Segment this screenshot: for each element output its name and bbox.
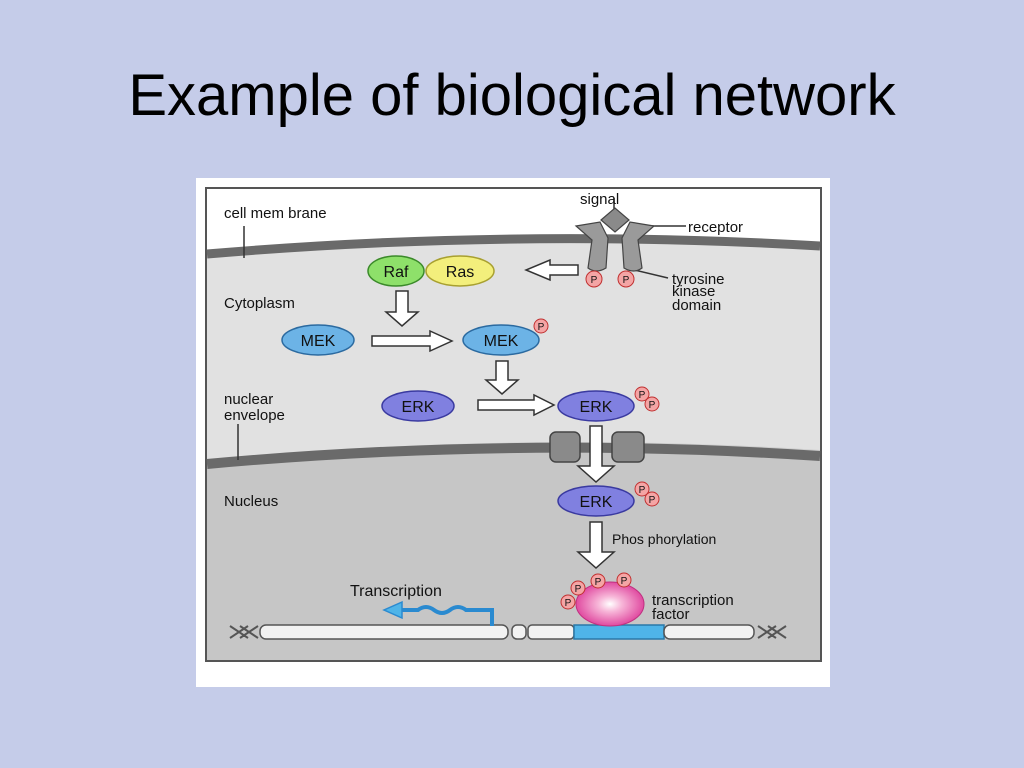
receptor-right-half bbox=[621, 221, 656, 272]
mek-phosphate: P bbox=[533, 318, 549, 334]
transcription-label: Transcription bbox=[350, 583, 442, 600]
receptor-left-half bbox=[574, 221, 609, 272]
erk-nuclear-phosphate-1: P bbox=[634, 481, 650, 497]
tf-phosphate-2: P bbox=[570, 580, 586, 596]
transcription-arrow bbox=[382, 600, 494, 626]
transcription-factor-label-line1: transcription bbox=[652, 592, 734, 609]
receptor-phosphate-right: P bbox=[617, 270, 635, 288]
nuclear-pore-left bbox=[549, 431, 581, 463]
erk-phosphate-1: P bbox=[634, 386, 650, 402]
svg-text:P: P bbox=[575, 584, 582, 595]
transcription-factor-label-line2: factor bbox=[652, 606, 690, 623]
svg-text:ERK: ERK bbox=[580, 399, 613, 416]
svg-text:Raf: Raf bbox=[384, 264, 409, 281]
dna-strand bbox=[229, 624, 787, 640]
svg-text:P: P bbox=[623, 275, 630, 286]
erk-nuclear-protein: ERK bbox=[557, 485, 635, 517]
svg-text:P: P bbox=[591, 275, 598, 286]
svg-text:MEK: MEK bbox=[484, 333, 519, 350]
tf-phosphate-1: P bbox=[560, 594, 576, 610]
envelope-label: envelope bbox=[224, 407, 285, 424]
receptor-phosphate-left: P bbox=[585, 270, 603, 288]
svg-text:P: P bbox=[639, 485, 646, 496]
svg-text:P: P bbox=[538, 322, 545, 333]
slide-title: Example of biological network bbox=[128, 63, 896, 128]
mek-protein: MEK bbox=[281, 324, 355, 356]
arrow-erk-to-erkpp bbox=[477, 393, 556, 417]
domain-label: domain bbox=[672, 297, 721, 314]
tf-phosphate-4: P bbox=[616, 572, 632, 588]
pathway-diagram: P P Raf Ras MEK MEK P ERK ERK bbox=[205, 187, 822, 662]
svg-text:P: P bbox=[595, 577, 602, 588]
signaling-pathway-figure: P P Raf Ras MEK MEK P ERK ERK bbox=[196, 178, 830, 687]
svg-text:P: P bbox=[649, 400, 656, 411]
arrow-mek-to-mekp bbox=[371, 329, 454, 353]
erk-phosphorylated-protein: ERK bbox=[557, 390, 635, 422]
svg-text:P: P bbox=[621, 576, 628, 587]
arrow-receptor-to-ras bbox=[524, 258, 579, 282]
nuclear-envelope bbox=[206, 442, 821, 469]
svg-text:P: P bbox=[565, 598, 572, 609]
nuclear-label: nuclear bbox=[224, 391, 273, 408]
ras-protein: Ras bbox=[425, 255, 495, 287]
tf-phosphate-3: P bbox=[590, 573, 606, 589]
tyrosine-label: tyrosine bbox=[672, 271, 725, 288]
transcription-factor bbox=[575, 581, 645, 627]
svg-text:P: P bbox=[649, 495, 656, 506]
nuclear-pore-right bbox=[611, 431, 645, 463]
svg-text:MEK: MEK bbox=[301, 333, 336, 350]
signal-ligand bbox=[600, 207, 630, 233]
phosphorylation-label: Phos phorylation bbox=[612, 531, 716, 547]
nucleus-region bbox=[207, 451, 820, 660]
arrow-mekp-to-erk bbox=[484, 360, 520, 395]
svg-text:ERK: ERK bbox=[580, 494, 613, 511]
erk-phosphate-2: P bbox=[644, 396, 660, 412]
kinase-label: kinase bbox=[672, 283, 715, 300]
svg-text:P: P bbox=[639, 390, 646, 401]
signal-label: signal bbox=[580, 191, 619, 208]
raf-protein: Raf bbox=[367, 255, 425, 287]
svg-text:ERK: ERK bbox=[402, 399, 435, 416]
cell-membrane-label: cell mem brane bbox=[224, 205, 327, 222]
nucleus-label: Nucleus bbox=[224, 493, 278, 510]
cell-membrane bbox=[206, 234, 821, 259]
arrow-erk-into-nucleus bbox=[576, 425, 616, 484]
erk-protein: ERK bbox=[381, 390, 455, 422]
arrow-raf-to-mek bbox=[384, 290, 420, 327]
receptor-label: receptor bbox=[688, 219, 743, 236]
svg-text:Ras: Ras bbox=[446, 264, 474, 281]
erk-nuclear-phosphate-2: P bbox=[644, 491, 660, 507]
cytoplasm-label: Cytoplasm bbox=[224, 295, 295, 312]
arrow-erk-to-tf bbox=[576, 521, 616, 570]
mek-phosphorylated-protein: MEK bbox=[462, 324, 540, 356]
